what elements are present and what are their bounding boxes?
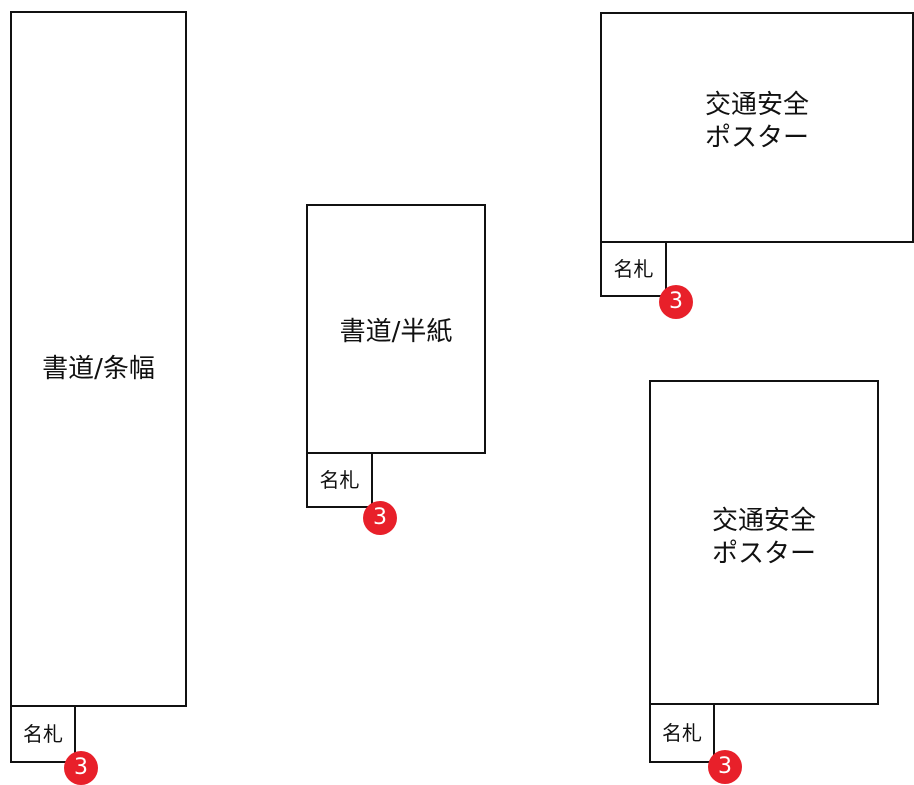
- count-badge: 3: [708, 750, 742, 784]
- nametag-box: 名札: [600, 241, 667, 297]
- artwork-label: 交通安全 ポスター: [704, 90, 809, 154]
- artwork-frame-calligraphy-halfsheet: 書道/半紙: [306, 204, 486, 454]
- count-badge: 3: [363, 501, 397, 535]
- artwork-label: 交通安全 ポスター: [711, 506, 816, 570]
- nametag-box: 名札: [10, 705, 76, 763]
- artwork-frame-traffic-poster-bottom: 交通安全 ポスター: [649, 380, 879, 705]
- artwork-label: 書道/条幅: [42, 354, 155, 384]
- count-badge: 3: [64, 751, 98, 785]
- count-badge: 3: [659, 285, 693, 319]
- artwork-frame-calligraphy-scroll: 書道/条幅: [10, 11, 187, 707]
- artwork-label: 書道/半紙: [339, 317, 453, 347]
- artwork-frame-traffic-poster-top: 交通安全 ポスター: [600, 12, 914, 243]
- nametag-box: 名札: [649, 703, 715, 763]
- nametag-box: 名札: [306, 452, 373, 508]
